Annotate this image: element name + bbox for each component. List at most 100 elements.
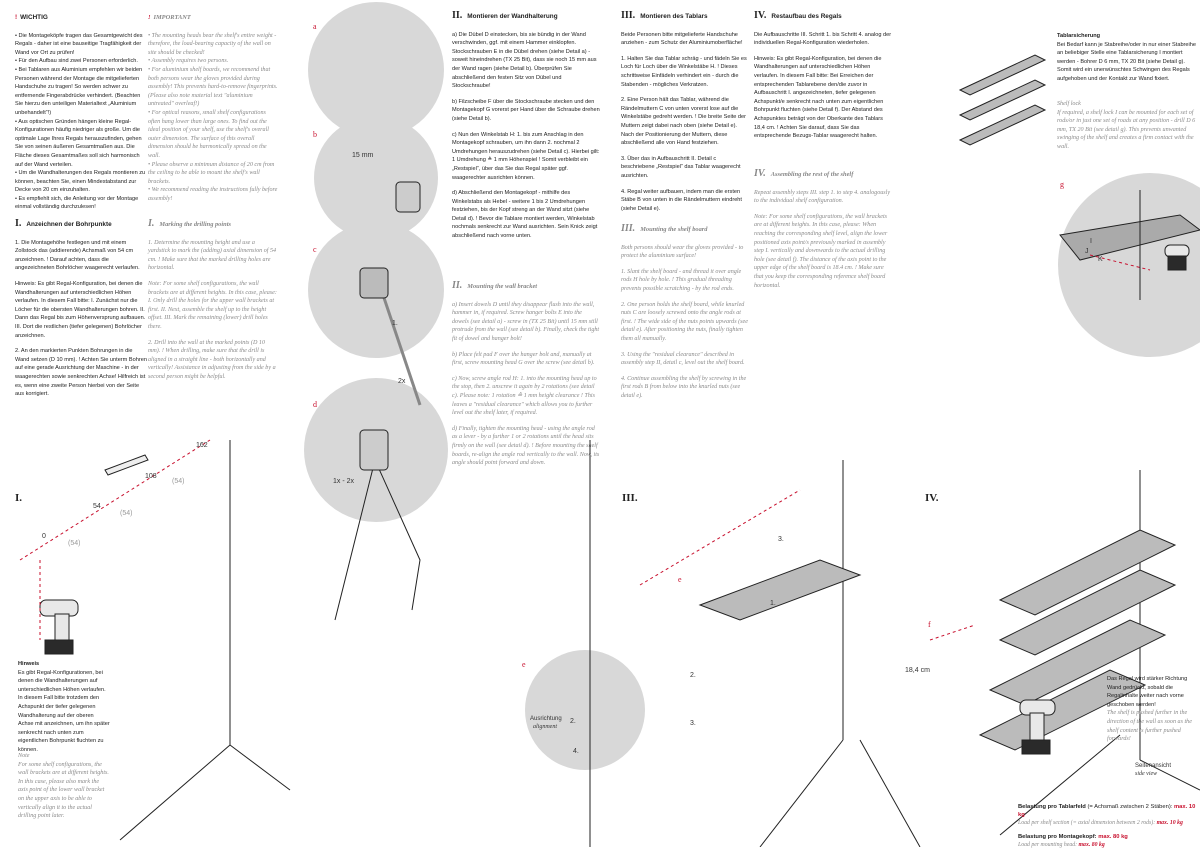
paragraph: 1. Slant the shelf board - and thread it… [621,268,742,292]
section-4-en: IV.Assembling the rest of the shelf Repe… [754,168,894,297]
detail-letter: a [313,22,317,31]
section-number: I. [15,218,22,229]
paragraph: Bei Bedarf kann je Stabreihe/oder in nur… [1057,41,1196,82]
label: (= Achsmaß zwischen 2 Stäben): [1087,804,1173,810]
detail-letter: c [313,245,317,254]
dimension-label: (54) [172,478,185,485]
heading: Shelf lock [1057,101,1081,107]
step-label: 1. [392,320,398,327]
paragraph: 1. Die Montagehöhe festlegen und mit ein… [15,239,140,272]
dimension-label: 162 [196,442,208,449]
paragraph: a) Insert dowels D until they disappear … [452,301,600,342]
important-de: !WICHTIG • Die Montageköpfe tragen das G… [15,14,146,211]
section-1-de: I. Anzeichnen der Bohrpunkte 1. Die Monta… [15,218,147,406]
section-number: III. [621,10,636,21]
heading: IMPORTANT [153,14,191,21]
paragraph: Die Aufbauschritte III. Schritt 1. bis S… [754,31,892,47]
section-title: Mounting the shelf board [640,226,708,233]
list-item: • The mounting heads bear the shelf's en… [148,32,277,56]
dimension-label: 18,4 cm [905,667,930,674]
paragraph: The shelf is pushed further in the direc… [1107,710,1192,743]
section-title: Anzeichnen der Bohrpunkte [26,221,112,228]
list-item: • For optical reasons, small shelf confi… [148,109,269,159]
step-label: I. [15,492,23,504]
detail-letter: f [928,620,931,629]
load-info: Belastung pro Tablarfeld (= Achsmaß zwis… [1018,803,1198,849]
section-number: III. [621,223,636,234]
paragraph: 4. Continue assembling the shelf by scre… [621,375,747,399]
paragraph: b) Filzscheibe F über die Stockschraube … [452,98,600,122]
hint-en: Note For some shelf configurations, the … [18,752,110,828]
heading: Tablarsicherung [1057,33,1101,39]
important-en: !IMPORTANT • The mounting heads bear the… [148,14,278,202]
step-label: 3. [778,536,784,543]
list-item: • For aluminium shelf boards, we recomme… [148,66,278,108]
list-item: • Aus optischen Gründen hängen kleine Re… [15,118,142,168]
detail-letter: e [678,575,682,584]
push-note: Das Regal wird stärker Richtung Wand ged… [1107,675,1192,751]
step-label: 3. [690,720,696,727]
paragraph: Hinweis: Es gibt Regal-Konfiguration, be… [754,55,884,140]
value: max. 80 kg [1098,834,1128,840]
paragraph: c) Now, screw angle rod H: 1. into the m… [452,375,597,417]
paragraph: 2. Eine Person hält das Tablar, während … [621,97,746,147]
section-number: II. [452,10,463,21]
heading: Hinweis [18,661,40,667]
paragraph: Es gibt Regal-Konfigurationen, bei denen… [18,669,110,753]
section-title: Assembling the rest of the shelf [770,171,854,178]
paragraph: c) Nun den Winkelstab H: 1. bis zum Ansc… [452,131,600,181]
section-2-en: II.Mounting the wall bracket a) Insert d… [452,280,600,475]
paragraph: Note: For some shelf configurations, the… [754,213,888,289]
dimension-label: 15 mm [352,152,374,159]
paragraph: If required, a shelf lock I can be mount… [1057,109,1196,150]
step-label: 2. [690,672,696,679]
list-item: • Es empfiehlt sich, die Anleitung vor d… [15,195,139,211]
section-title: Restaufbau des Regals [771,13,842,20]
paragraph: d) Abschließend den Montagekopf - mithil… [452,190,598,240]
value: max. 80 kg [1078,842,1105,848]
paragraph: 2. One person holds the shelf board, whi… [621,301,748,342]
rotation-label: 2x [398,378,406,385]
label: Belastung pro Montagekopf: [1018,834,1097,840]
label: Load per mounting head: [1018,842,1078,848]
paragraph: 1. Halten Sie das Tablar schräg - und fä… [621,55,747,88]
detail-letter: g [1060,180,1064,189]
step-label: IV. [925,492,939,504]
section-number: II. [452,280,463,291]
label: alignment [533,724,557,730]
list-item: • Bei Tablaren aus Aluminium empfehlen w… [15,66,143,116]
dimension-label: 0 [42,533,46,540]
detail-disc-b [314,116,438,240]
paragraph: Note: For some shelf configurations, the… [148,280,277,330]
rotation-label: 1x - 2x [333,478,355,485]
shelf-lock-de: Tablarsicherung Bei Bedarf kann je Stabr… [1057,32,1197,91]
list-item: • Die Montageköpfe tragen das Gesamtgewi… [15,32,143,56]
list-item: • Um die Wandhalterungen des Regals mont… [15,170,146,194]
label: Load per shelf section (= axial dimensio… [1018,820,1156,826]
value: max. 10 kg [1156,820,1183,826]
section-title: Marking the drilling points [159,221,231,228]
section-number: I. [148,218,155,229]
paragraph: b) Place felt pad F over the hanger bolt… [452,351,595,367]
dimension-label: 108 [145,473,157,480]
heading: WICHTIG [20,14,48,21]
paragraph: 2. Drill into the wall at the marked poi… [148,339,276,380]
detail-letter: d [313,400,317,409]
dimension-label: (54) [120,510,133,517]
detail-letter: b [313,130,317,139]
step-label: 1. [770,600,776,607]
label: side view [1135,771,1158,777]
paragraph: 1. Determine the mounting height and use… [148,239,277,272]
detail-letter: e [522,660,526,669]
detail-disc-e [525,650,645,770]
section-title: Montieren des Tablars [640,13,708,20]
section-title: Montieren der Wandhalterung [467,13,558,20]
section-number: IV. [754,168,766,179]
part-label: K [1098,256,1103,263]
paragraph: Das Regal wird stärker Richtung Wand ged… [1107,676,1188,708]
paragraph: 3. Über das in Aufbauschritt II. Detail … [621,155,741,179]
step-label: 2. [570,718,576,725]
paragraph: 3. Using the "residual clearance" descri… [621,351,745,367]
label: Seitenansicht [1135,763,1172,769]
